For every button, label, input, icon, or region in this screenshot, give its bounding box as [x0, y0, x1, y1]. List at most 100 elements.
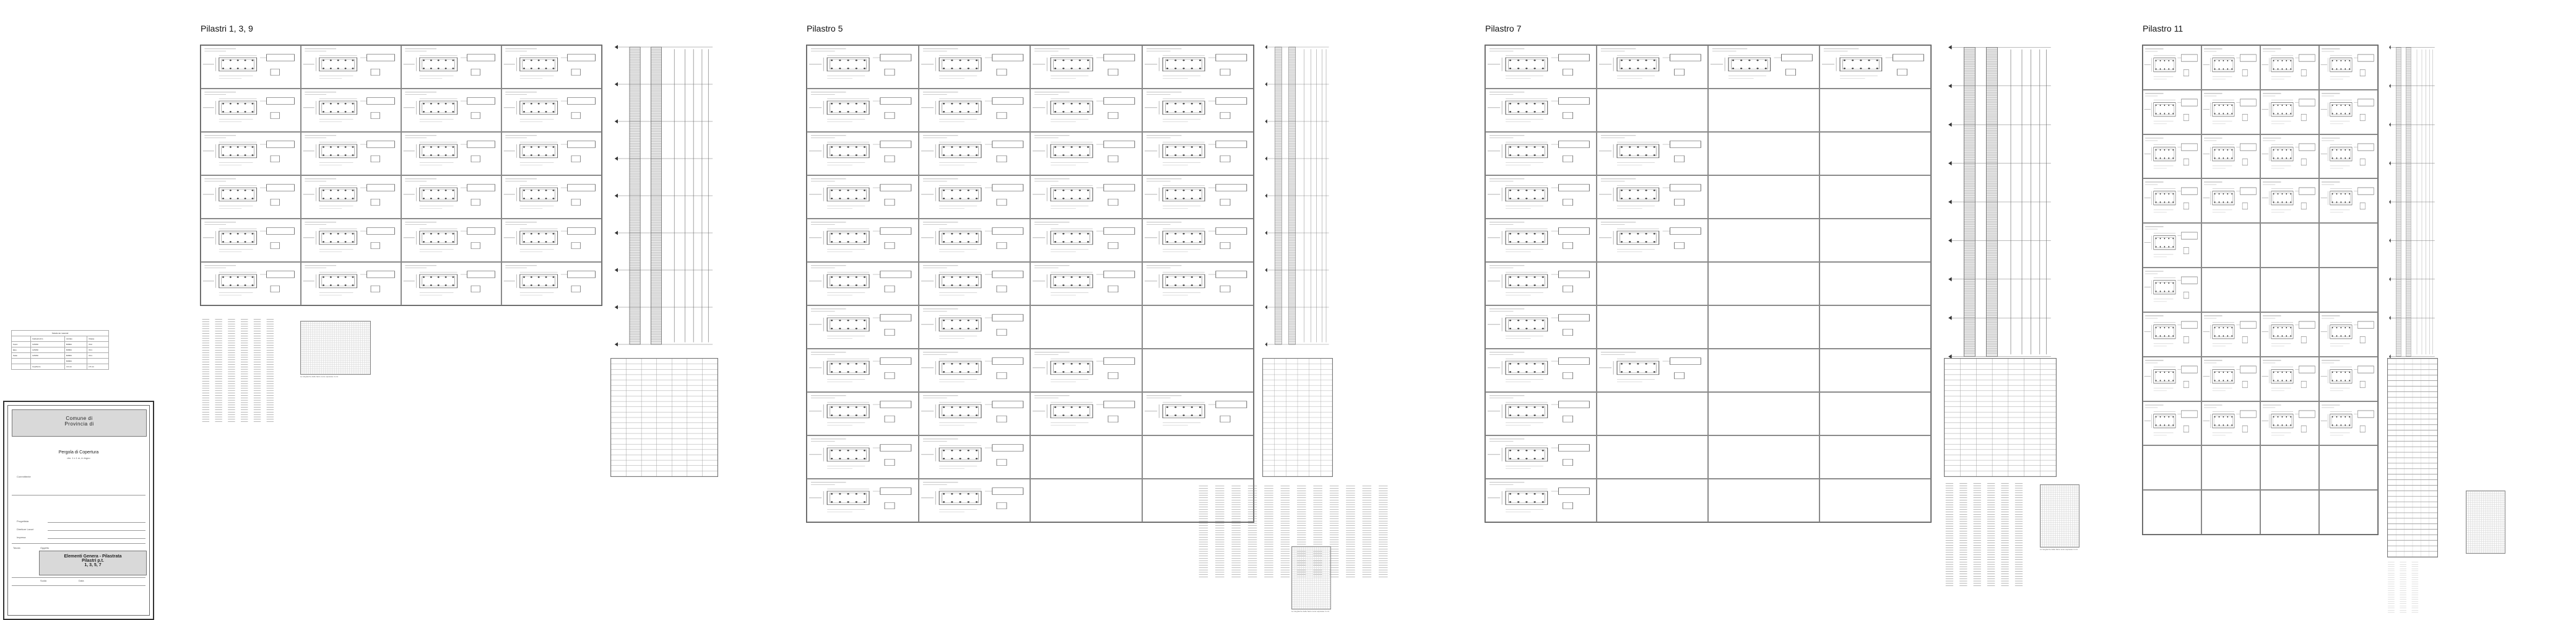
rebar-dot: [2341, 416, 2342, 417]
rebar-dot: [538, 198, 540, 199]
section-detail-drawing: [502, 263, 601, 305]
rebar-dot: [438, 190, 440, 191]
rebar-dot: [951, 458, 953, 459]
stirrup-sketch: [267, 98, 295, 105]
rebar-dot: [1621, 190, 1623, 191]
section-detail-drawing: [2320, 179, 2377, 222]
rebar-dot: [2231, 113, 2232, 114]
rebar-dot: [1070, 154, 1072, 155]
section-outline: [827, 144, 869, 158]
rebar-dot: [1182, 103, 1184, 104]
rebar-dot: [959, 190, 961, 191]
section-outline: [319, 144, 357, 158]
rebar-dot: [959, 320, 961, 321]
rebar-dot: [1637, 371, 1639, 372]
rebar-dot: [2286, 157, 2287, 159]
tie-sketch: [2360, 381, 2365, 387]
section-detail-drawing: [1486, 176, 1596, 218]
section-detail-drawing: [1143, 133, 1254, 175]
rebar-dot: [1062, 59, 1064, 61]
rebar-dot: [2278, 424, 2279, 426]
rebar-dot: [2156, 372, 2157, 373]
rebar-dot: [523, 190, 525, 191]
rebar-dot: [1174, 59, 1176, 61]
section-detail-cell: [2260, 357, 2319, 401]
rebar-dot: [1070, 371, 1072, 372]
rebar-dot: [1533, 414, 1535, 416]
rebar-dot: [1517, 320, 1519, 321]
rebar-dot: [523, 111, 525, 112]
tie-sketch: [885, 242, 895, 248]
rebar-dot: [2223, 113, 2224, 114]
stirrup-sketch: [367, 185, 395, 191]
rebar-dot: [1166, 241, 1168, 242]
rebar-dot: [423, 190, 425, 191]
section-detail-cell: [2319, 45, 2378, 90]
rebar-dot: [2278, 68, 2279, 69]
rebar-dot: [2172, 105, 2174, 106]
rebar-dot: [1525, 198, 1527, 199]
section-detail-cell: [201, 89, 301, 132]
tie-sketch: [2360, 159, 2365, 165]
section-detail-drawing: [1486, 436, 1596, 478]
rebar-dot: [2168, 202, 2169, 203]
rebar-dot: [1190, 146, 1192, 147]
rebar-dot: [337, 198, 339, 199]
rebar-dot: [1517, 414, 1519, 416]
section-detail-cell: [2143, 312, 2201, 357]
rebar-dot: [2286, 105, 2287, 106]
section-detail-cell: [1485, 132, 1597, 175]
rebar-dot: [352, 111, 353, 112]
section-outline: [1506, 404, 1548, 418]
rebar-dot: [2156, 282, 2157, 284]
rebar-dot: [323, 154, 324, 155]
rebar-dot: [438, 103, 440, 104]
rebar-dot: [1190, 198, 1192, 199]
section-detail-cell: [1708, 435, 1819, 479]
rebar-dot: [245, 276, 246, 277]
rebar-dot: [1645, 241, 1647, 242]
rebar-dot: [237, 284, 239, 286]
rebar-dot: [452, 111, 454, 112]
rebar-dot: [967, 284, 969, 286]
rebar-dot: [856, 284, 857, 286]
rebar-dot: [951, 276, 953, 277]
tie-sketch: [471, 69, 480, 75]
section-detail-cell: [1708, 262, 1819, 305]
rebar-dot: [2273, 68, 2275, 69]
rebar-dot: [959, 241, 961, 242]
rebar-dot: [1079, 276, 1081, 277]
rebar-dot: [1525, 371, 1527, 372]
rebar-dot: [856, 146, 857, 147]
rebar-dot: [831, 414, 833, 416]
rebar-dot: [1174, 233, 1176, 234]
rebar-dot: [237, 146, 239, 147]
rebar-dot: [330, 146, 332, 147]
rebar-dot: [2223, 424, 2224, 426]
rebar-dot: [1070, 414, 1072, 416]
rebar-dot: [839, 233, 841, 234]
stirrup-sketch: [568, 271, 596, 278]
rebar-dot: [967, 328, 969, 329]
stirrup-sketch: [2240, 55, 2256, 61]
rebar-dot: [1645, 154, 1647, 155]
section-detail-cell: [2260, 490, 2319, 535]
rebar-dot: [2172, 247, 2174, 248]
rebar-dot: [2332, 113, 2333, 114]
rebar-dot: [831, 450, 833, 451]
rebar-dot: [2349, 424, 2350, 426]
rebar-dot: [1542, 233, 1544, 234]
rebar-dot: [975, 458, 977, 459]
rebar-dot: [856, 190, 857, 191]
table-drawing: [611, 359, 718, 476]
level-marker: [615, 120, 618, 124]
section-outline: [2330, 191, 2352, 205]
column-elevation-2: [1262, 41, 1332, 351]
table-drawing: [2388, 359, 2437, 557]
section-outline: [939, 188, 981, 201]
section-detail-cell: [1030, 262, 1142, 305]
section-detail-cell: [919, 435, 1031, 479]
rebar-dot: [2172, 68, 2174, 69]
elevation-drawing: [1262, 41, 1332, 351]
section-outline: [2330, 102, 2352, 116]
